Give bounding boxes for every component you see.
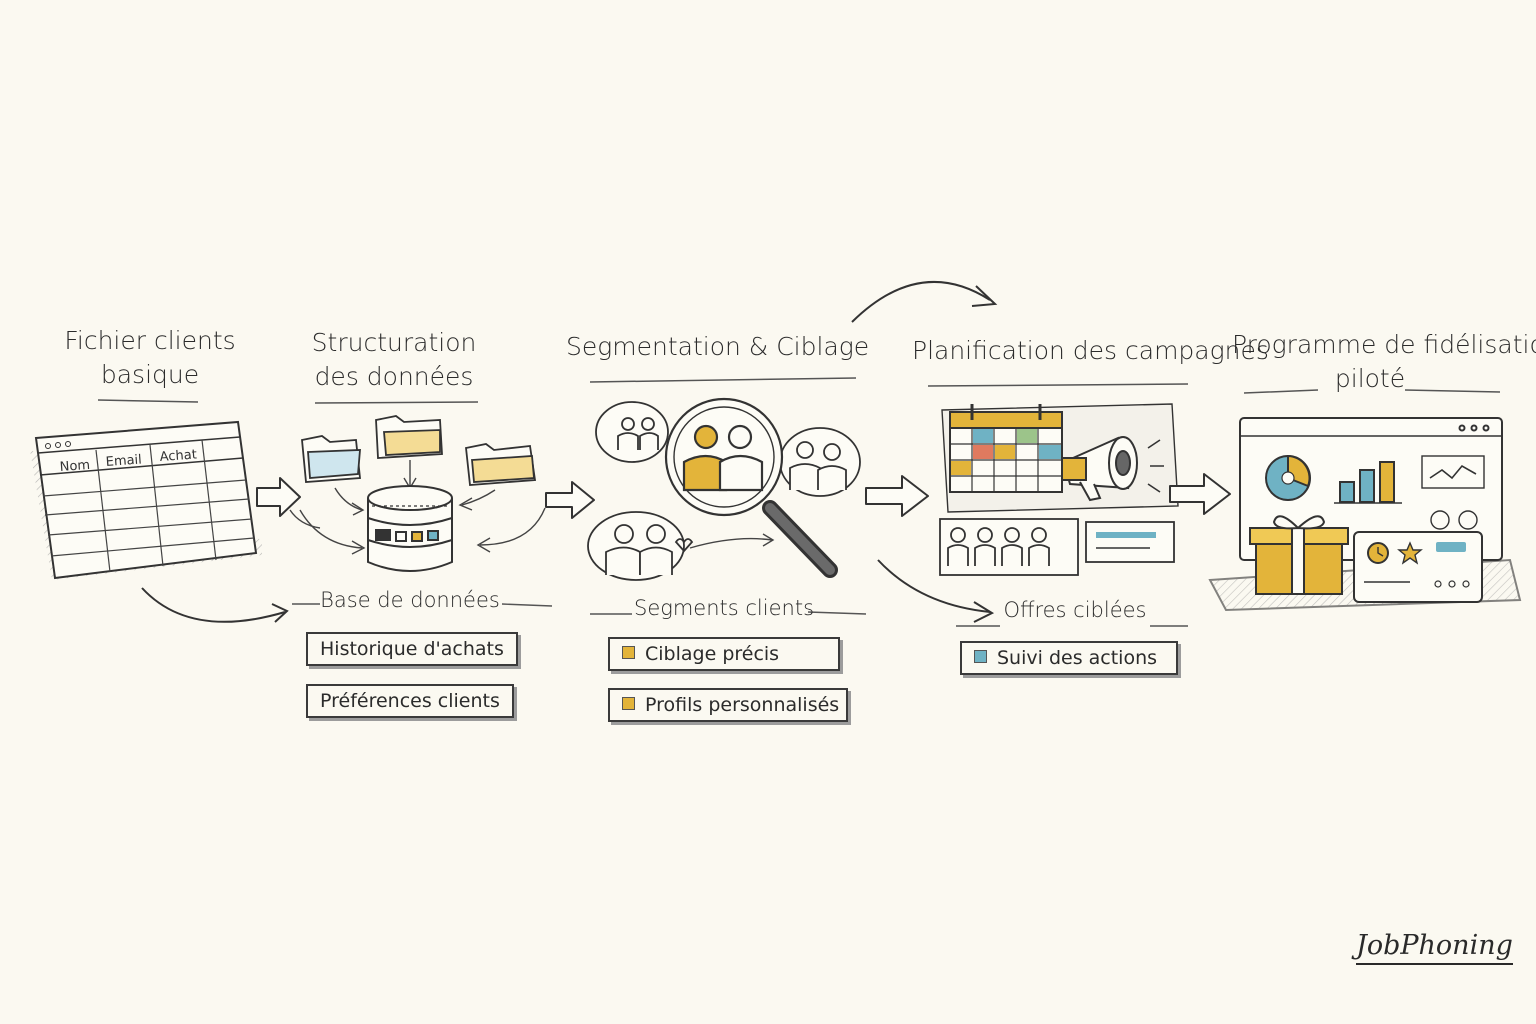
spreadsheet-icon — [30, 420, 262, 580]
step-2-title-line1: Structuration — [311, 328, 477, 357]
megaphone-icon — [1061, 436, 1164, 502]
segment-item-text: Profils personnalisés — [645, 694, 840, 716]
people-icon — [587, 511, 694, 581]
audience-panel — [939, 518, 1175, 576]
step-2-title-line2: des données — [314, 362, 474, 391]
step-5-title-line1: Programme de fidélisation — [1232, 330, 1536, 359]
step-1-title: Fichier clients basique — [40, 324, 260, 392]
folder-icon — [301, 415, 537, 486]
database-label: Base de données — [320, 588, 500, 612]
checkbox-icon — [622, 646, 635, 659]
brand-logo: JobPhoning — [1356, 930, 1513, 965]
calendar-icon — [941, 403, 1179, 513]
segments-label-underline — [590, 611, 867, 615]
segment-item-text: Ciblage précis — [645, 643, 780, 665]
step-1-title-line2: basique — [100, 360, 200, 389]
offres-label: Offres ciblées — [1003, 598, 1147, 622]
database-item-text: Historique d'achats — [320, 638, 504, 660]
step-5-title: Programme de fidélisation piloté — [1232, 328, 1536, 396]
segment-item-precise-targeting: Ciblage précis — [608, 637, 840, 671]
magnifier-icon — [664, 397, 838, 578]
step-4-title: Planification des campagnes — [912, 334, 1269, 368]
people-icon — [779, 427, 861, 497]
arrow-icon — [877, 559, 995, 623]
campaign-item-text: Suivi des actions — [997, 647, 1158, 669]
flow-arrows — [689, 533, 775, 549]
gift-icon — [1249, 515, 1349, 595]
segments-label: Segments clients — [634, 596, 815, 620]
arrow-icon — [256, 477, 301, 517]
column-header-achat: Achat — [159, 447, 197, 465]
database-item-text: Préférences clients — [320, 690, 500, 712]
loyalty-card — [1353, 531, 1483, 603]
step-3-title-line1: Segmentation & Ciblage — [566, 332, 870, 361]
flow-arrows — [289, 460, 546, 555]
column-header-email: Email — [105, 453, 142, 470]
checkbox-icon — [622, 697, 635, 710]
people-icon — [595, 401, 669, 463]
step-5-title-line2: piloté — [1334, 364, 1406, 393]
database-icon — [367, 485, 453, 572]
step-4-title-line1: Planification des campagnes — [912, 336, 1269, 365]
segment-item-personalized-profiles: Profils personnalisés — [608, 688, 848, 722]
arrow-icon — [141, 587, 289, 623]
column-header-nom: Nom — [59, 458, 90, 475]
campaign-item-action-tracking: Suivi des actions — [960, 641, 1178, 675]
database-label-underline — [292, 603, 553, 607]
step-2-title: Structuration des données — [296, 326, 492, 394]
star-icon — [1397, 541, 1423, 565]
database-item-purchase-history: Historique d'achats — [306, 632, 518, 666]
title-underlines — [97, 377, 1501, 404]
step-3-title: Segmentation & Ciblage — [566, 330, 870, 364]
arrow-icon — [865, 475, 929, 517]
arrow-icon — [545, 481, 595, 519]
checkbox-icon — [974, 650, 987, 663]
arrow-icon — [851, 280, 998, 323]
step-1-title-line1: Fichier clients — [64, 326, 236, 355]
database-item-client-preferences: Préférences clients — [306, 684, 514, 718]
arrow-icon — [1169, 473, 1231, 515]
